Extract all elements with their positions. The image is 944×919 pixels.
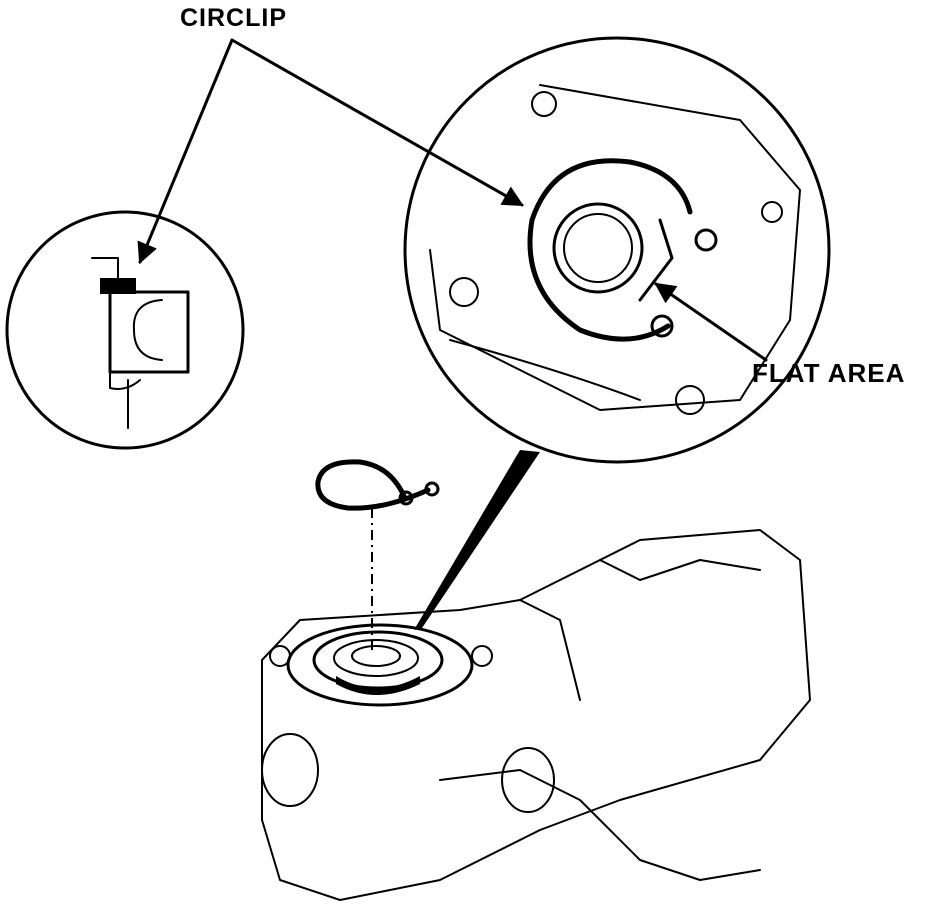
- side-circlip-section: [100, 278, 136, 294]
- port-right: [501, 747, 555, 813]
- housing-lower-ridge: [439, 769, 641, 861]
- circlip-eye-upper: [694, 228, 718, 252]
- housing-bottom-edge: [639, 859, 761, 881]
- side-detail-bore-arc: [132, 299, 163, 361]
- bore-outer: [552, 202, 644, 294]
- side-detail-bottom-lip: [109, 371, 141, 390]
- side-detail-view: [5, 210, 245, 450]
- seal-inner: [333, 639, 419, 677]
- pinion-flange: [286, 623, 474, 707]
- flat-area-leader-line: [654, 282, 768, 362]
- circlip-leader-lines: [137, 38, 524, 264]
- bolt-hole-right: [761, 201, 783, 223]
- loose-circlip-eye-left: [398, 490, 414, 506]
- housing-lower-edge: [449, 339, 641, 401]
- flat-area-edge: [638, 218, 674, 302]
- flat-area-label: FLAT AREA: [752, 358, 906, 388]
- gear-housing: [261, 529, 811, 901]
- port-left: [261, 733, 319, 807]
- circlip-leader-to-side-detail: [137, 38, 234, 264]
- loose-circlip-ring: [315, 459, 431, 511]
- seal-shading: [336, 676, 420, 695]
- housing-ridge-line: [519, 599, 581, 701]
- flange-bolt-left: [269, 645, 291, 667]
- side-detail-circle: [5, 210, 245, 450]
- housing-outline: [429, 84, 801, 411]
- housing-main-outline: [261, 529, 811, 901]
- housing-top-ridge: [599, 559, 761, 581]
- loose-circlip: [315, 459, 440, 511]
- top-circlip-ring: [527, 158, 693, 342]
- top-detail-view: [403, 36, 831, 464]
- bolt-hole-bottom: [675, 385, 705, 415]
- flange-bolt-right: [471, 645, 493, 667]
- bore-inner: [563, 213, 633, 283]
- bolt-hole-left: [449, 277, 479, 307]
- top-detail-circle: [403, 36, 831, 464]
- bore-top: [351, 645, 401, 667]
- circlip-leader-to-top-detail: [230, 38, 524, 207]
- loose-circlip-eye-right: [424, 481, 440, 497]
- side-detail-body: [108, 290, 190, 374]
- bolt-hole-top: [531, 91, 557, 117]
- detail-callout-wedge: [414, 450, 540, 630]
- circlip-label: CIRCLIP: [180, 4, 287, 32]
- circlip-eye-lower: [650, 314, 674, 338]
